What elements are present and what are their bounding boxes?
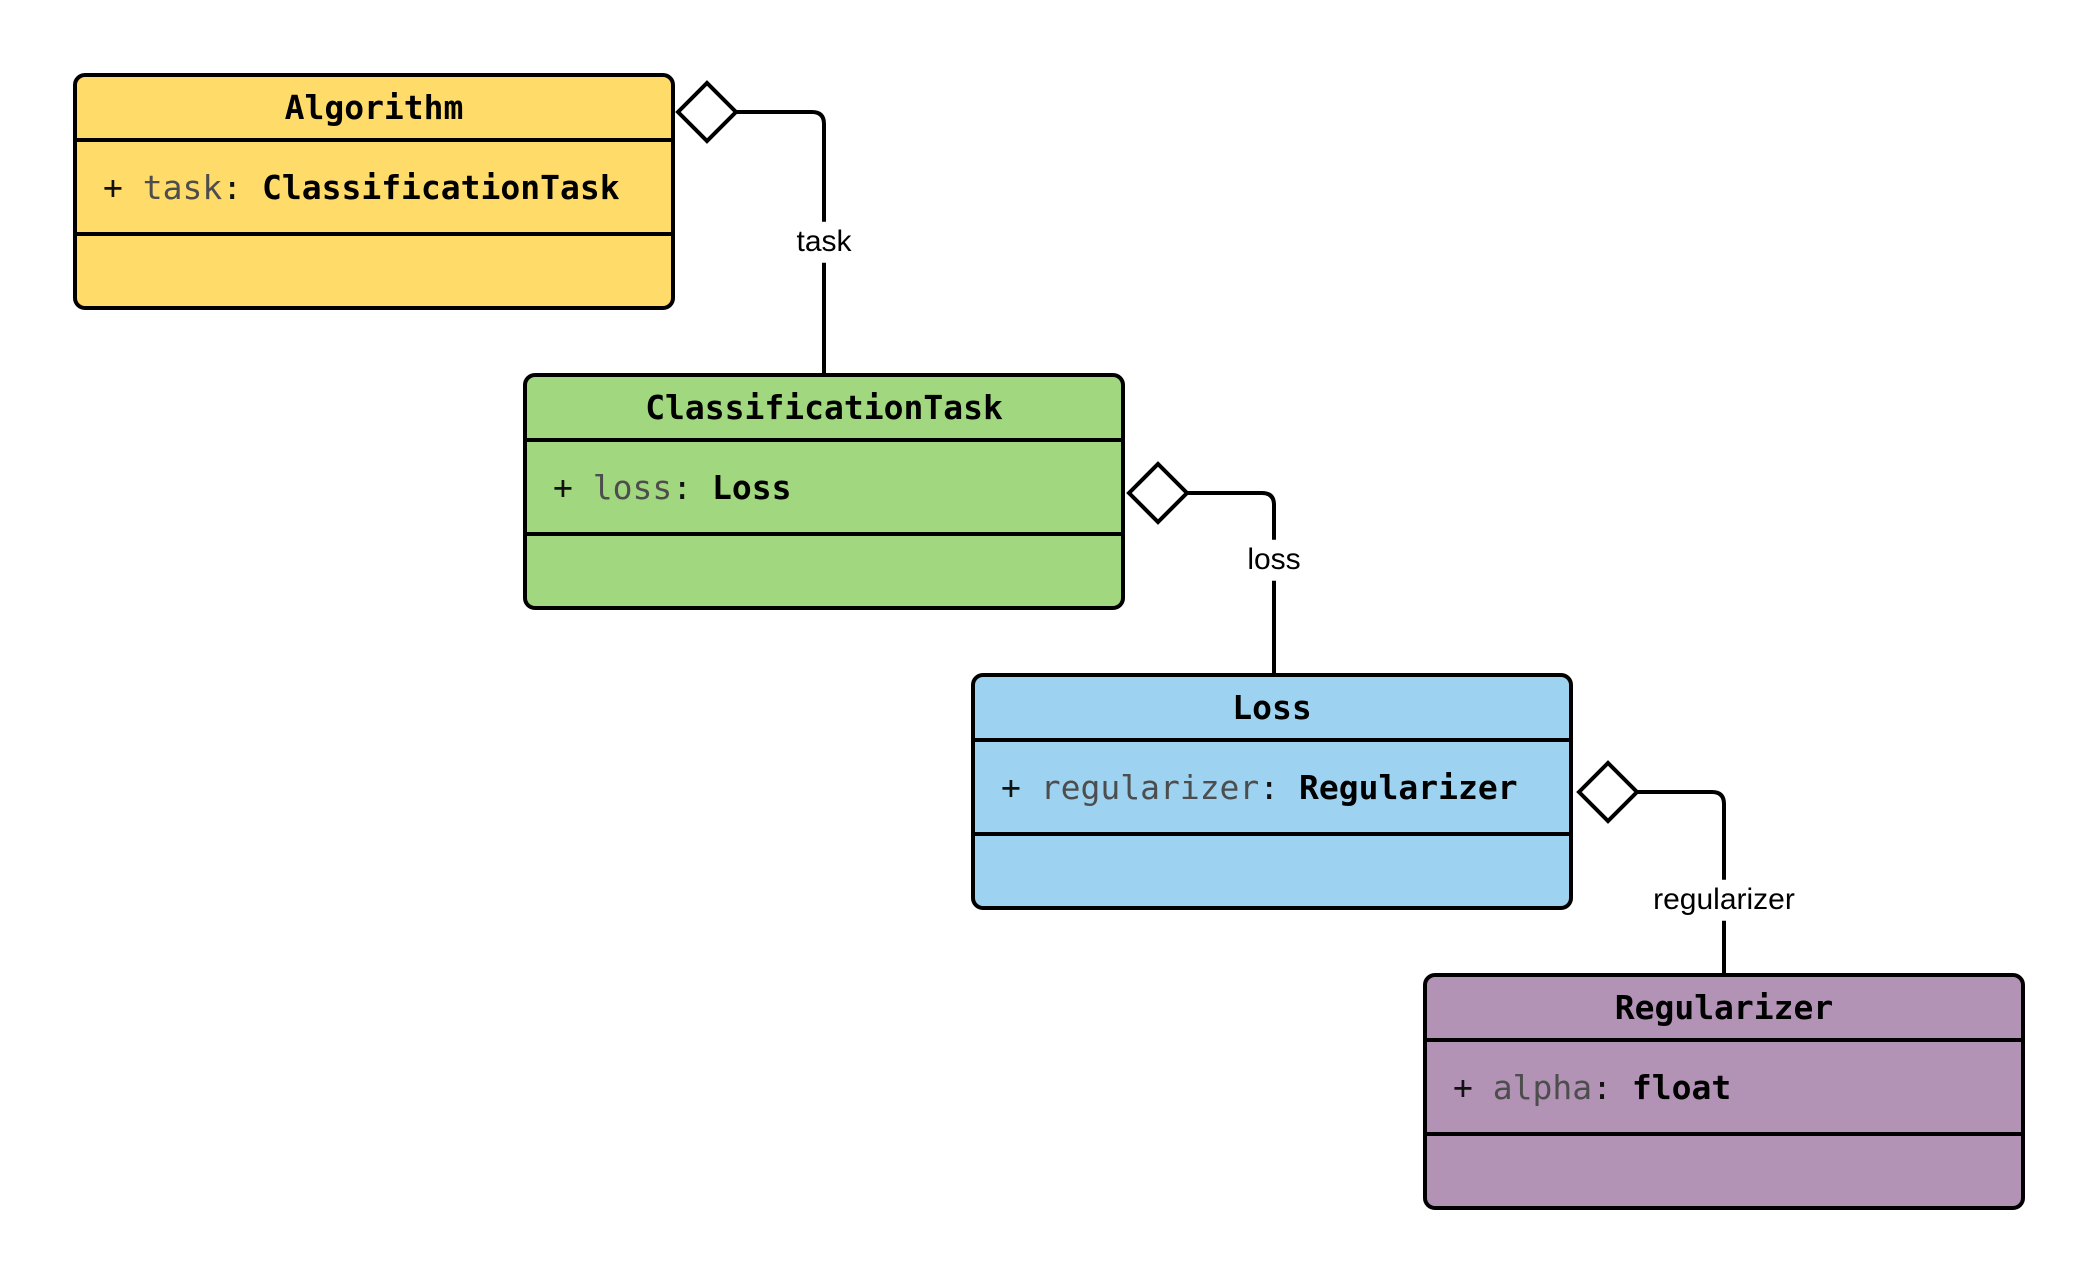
attribute-name: alpha [1492, 1067, 1593, 1107]
attribute-line: + regularizer: Regularizer [1001, 768, 1518, 807]
edge-label-regularizer: regularizer [1644, 879, 1804, 921]
class-attributes: + loss: Loss [527, 442, 1121, 536]
attribute-type: ClassificationTask [261, 167, 620, 207]
class-box-regularizer[interactable]: Regularizer + alpha: float [1423, 973, 2025, 1210]
attribute-type: Regularizer [1299, 767, 1518, 807]
attribute-separator: : [222, 167, 262, 207]
aggregation-edge-regularizer [1637, 790, 1726, 975]
attribute-line: + alpha: float [1453, 1068, 1731, 1107]
class-box-classificationtask[interactable]: ClassificationTask + loss: Loss [523, 373, 1125, 610]
attribute-type: Loss [711, 467, 792, 507]
edge-label-loss: loss [1238, 539, 1310, 581]
attribute-visibility: + [553, 467, 593, 507]
attribute-separator: : [672, 467, 712, 507]
attribute-visibility: + [1001, 767, 1041, 807]
class-attributes: + task: ClassificationTask [77, 142, 671, 236]
attribute-type: float [1631, 1067, 1732, 1107]
class-title: Regularizer [1427, 977, 2021, 1042]
attribute-visibility: + [103, 167, 143, 207]
aggregation-edge-loss [1187, 491, 1276, 675]
aggregation-edge-task [736, 110, 826, 375]
attribute-separator: : [1259, 767, 1300, 807]
class-title: Algorithm [77, 77, 671, 142]
class-box-algorithm[interactable]: Algorithm + task: ClassificationTask [73, 73, 675, 310]
aggregation-diamond-icon [1126, 461, 1190, 525]
attribute-line: + task: ClassificationTask [103, 168, 620, 207]
aggregation-diamond-icon [1576, 760, 1640, 824]
class-box-loss[interactable]: Loss + regularizer: Regularizer [971, 673, 1573, 910]
attribute-separator: : [1592, 1067, 1632, 1107]
class-attributes: + regularizer: Regularizer [975, 742, 1569, 836]
attribute-line: + loss: Loss [553, 468, 791, 507]
attribute-visibility: + [1453, 1067, 1493, 1107]
edge-label-task: task [787, 221, 861, 263]
class-title: ClassificationTask [527, 377, 1121, 442]
class-title: Loss [975, 677, 1569, 742]
attribute-name: task [142, 167, 223, 207]
attribute-name: loss [592, 467, 673, 507]
attribute-name: regularizer [1040, 767, 1260, 807]
aggregation-diamond-icon [675, 80, 739, 144]
class-attributes: + alpha: float [1427, 1042, 2021, 1136]
